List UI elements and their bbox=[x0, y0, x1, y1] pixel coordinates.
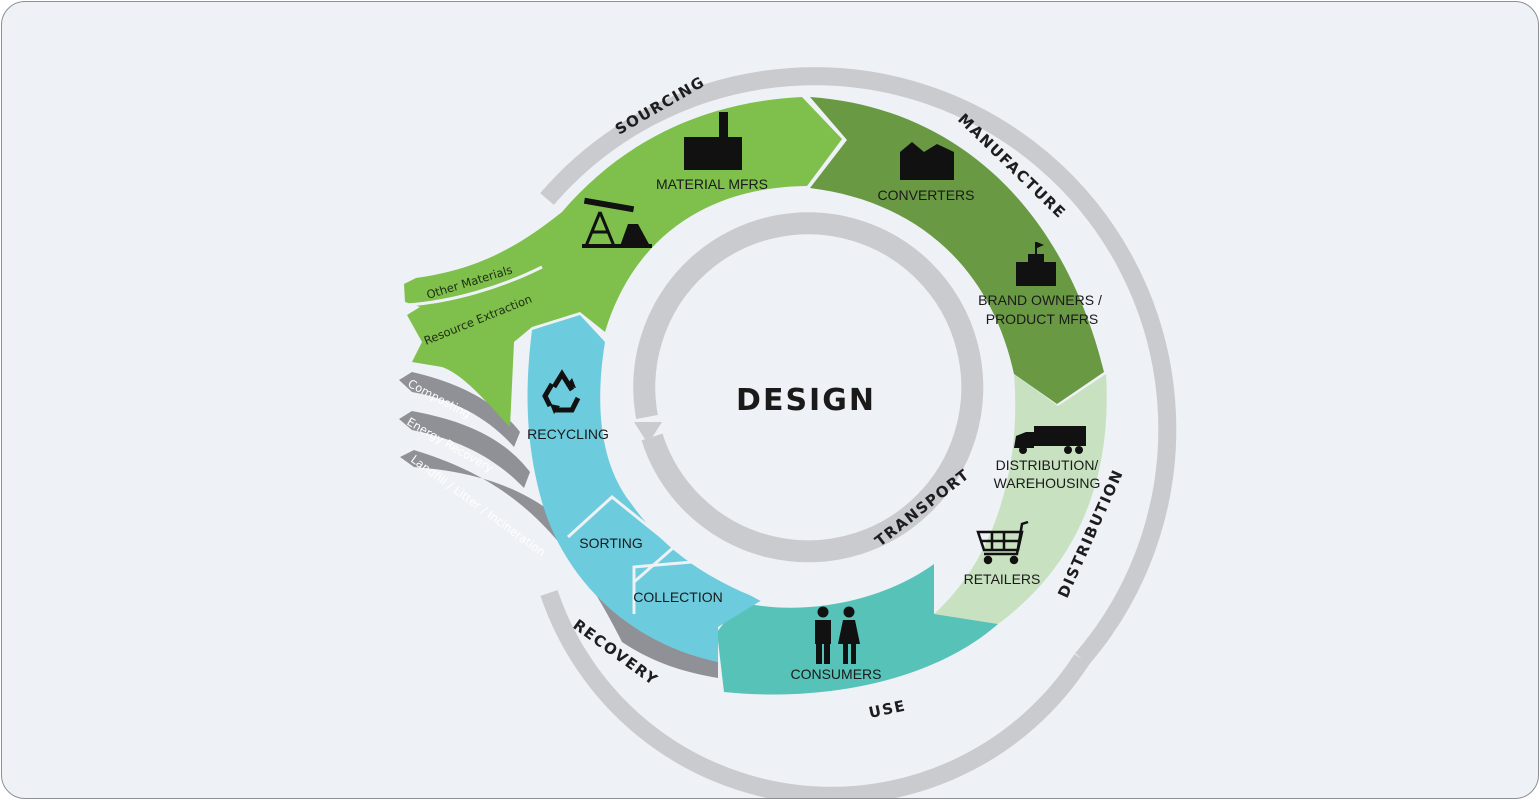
outer-ring-top bbox=[540, 67, 1177, 665]
recycling-label: RECYCLING bbox=[527, 426, 609, 442]
stage-use: USE bbox=[867, 696, 908, 721]
distribution-label-2: WAREHOUSING bbox=[994, 475, 1101, 491]
composting-flow bbox=[399, 372, 520, 447]
factory-icon bbox=[684, 112, 742, 170]
collection-divider bbox=[632, 560, 763, 614]
manufacture-segment bbox=[810, 97, 1104, 404]
flag-building-icon bbox=[1016, 242, 1056, 286]
converter-building-icon bbox=[900, 142, 954, 180]
sourcing-segment bbox=[404, 97, 842, 427]
retailers-label: RETAILERS bbox=[964, 571, 1041, 587]
oil-pump-icon bbox=[582, 197, 652, 248]
brand-owners-label-2: PRODUCT MFRS bbox=[986, 311, 1099, 327]
recovery-segment bbox=[527, 315, 762, 662]
brand-owners-label-1: BRAND OWNERS / bbox=[978, 292, 1102, 308]
collection-label: COLLECTION bbox=[633, 589, 722, 605]
people-icon bbox=[815, 606, 860, 664]
stage-transport: TRANSPORT bbox=[871, 465, 973, 550]
converters-label: CONVERTERS bbox=[878, 187, 975, 203]
input-divider bbox=[406, 265, 543, 307]
distribution-label-1: DISTRIBUTION/ bbox=[996, 457, 1099, 473]
consumers-label: CONSUMERS bbox=[790, 666, 881, 682]
sorting-label: SORTING bbox=[579, 535, 643, 551]
inner-ring-arrowhead bbox=[634, 422, 662, 444]
recycle-icon bbox=[542, 369, 581, 414]
shopping-cart-icon bbox=[976, 520, 1029, 565]
use-segment bbox=[717, 564, 998, 695]
center-title: DESIGN bbox=[736, 383, 876, 418]
material-mfrs-label: MATERIAL MFRS bbox=[656, 176, 768, 192]
energy-recovery-flow bbox=[399, 411, 530, 488]
truck-icon bbox=[1014, 426, 1086, 454]
outer-ring-bottom bbox=[540, 590, 1090, 798]
inner-ring bbox=[633, 212, 984, 563]
